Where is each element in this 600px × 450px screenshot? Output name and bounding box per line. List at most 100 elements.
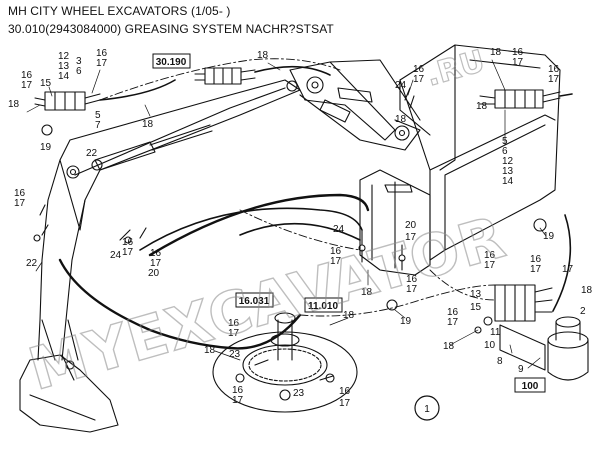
- callout-18: 18: [257, 50, 269, 61]
- callout-20: 20: [405, 220, 417, 231]
- callout-23: 23: [293, 388, 305, 399]
- callout-13: 13: [502, 166, 514, 177]
- callout-2: 2: [580, 306, 586, 317]
- distributor-top-middle: [194, 67, 256, 85]
- callout-16: 16: [530, 254, 542, 265]
- callout-14: 14: [58, 71, 70, 82]
- callout-17: 17: [530, 264, 542, 275]
- callout-18: 18: [476, 101, 488, 112]
- callout-11: 11: [490, 327, 501, 338]
- callout-17: 17: [21, 80, 33, 91]
- callout-24: 24: [333, 224, 345, 235]
- callout-18: 18: [395, 114, 407, 125]
- callout-17: 17: [548, 74, 560, 85]
- ref-label-100: 100: [522, 381, 539, 392]
- callout-1: 1: [424, 404, 430, 415]
- callout-18: 18: [204, 345, 216, 356]
- callout-6: 6: [76, 66, 82, 77]
- callout-20: 20: [148, 268, 160, 279]
- callout-23: 23: [229, 349, 241, 360]
- callout-16: 16: [548, 64, 560, 75]
- callout-16: 16: [122, 237, 134, 248]
- callout-9: 9: [518, 364, 524, 375]
- grease-lines: [99, 65, 573, 312]
- callout-17: 17: [339, 398, 351, 409]
- callout-17: 17: [562, 264, 574, 275]
- callout-16: 16: [150, 248, 162, 259]
- callout-numbers: 12 13 14 3 6 16 17 16 17 15 18 5 7 18 19…: [8, 47, 593, 409]
- callout-16: 16: [330, 246, 342, 257]
- callout-13: 13: [58, 61, 70, 72]
- distributor-top-left: [34, 91, 101, 136]
- boom-cylinder: [91, 124, 213, 171]
- circled-callout-1: 1: [414, 395, 440, 421]
- slewing-ring: [212, 312, 358, 413]
- callout-24: 24: [110, 250, 122, 261]
- callout-8: 8: [497, 356, 503, 367]
- ref-label-11010: 11.010: [308, 301, 338, 312]
- callout-15: 15: [470, 302, 482, 313]
- callout-16: 16: [406, 274, 418, 285]
- upper-structure: [359, 44, 561, 276]
- callout-17: 17: [413, 74, 425, 85]
- watermark-text: MYEXCAVATOR: [22, 203, 513, 404]
- callout-19: 19: [400, 316, 412, 327]
- callout-16: 16: [228, 318, 240, 329]
- callout-16: 16: [447, 307, 459, 318]
- grease-pump: [474, 284, 589, 381]
- callout-3: 3: [76, 56, 82, 67]
- grease-fittings: [33, 87, 547, 381]
- ref-box-11010: 11.010: [304, 297, 343, 313]
- callout-16: 16: [484, 250, 496, 261]
- dash-dot-lines: [99, 58, 496, 317]
- callout-18: 18: [581, 285, 593, 296]
- callout-18: 18: [343, 310, 355, 321]
- callout-17: 17: [330, 256, 342, 267]
- callout-12: 12: [58, 51, 70, 62]
- ref-label-30190: 30.190: [156, 57, 187, 68]
- callout-17: 17: [150, 258, 162, 269]
- callout-13: 13: [470, 289, 482, 300]
- ref-box-30190: 30.190: [152, 53, 191, 69]
- diagram-title: MH CITY WHEEL EXCAVATORS (1/05- ): [8, 4, 231, 18]
- callout-15: 15: [40, 78, 52, 89]
- callout-10: 10: [484, 340, 496, 351]
- callout-22: 22: [86, 148, 98, 159]
- callout-24: 24: [395, 80, 407, 91]
- callout-17: 17: [14, 198, 26, 209]
- thick-grease-line: [58, 193, 370, 350]
- callout-19: 19: [543, 231, 555, 242]
- callout-5: 5: [502, 136, 508, 147]
- callout-18: 18: [490, 47, 502, 58]
- diagram-subtitle: 30.010(2943084000) GREASING SYSTEM NACHR…: [8, 22, 334, 36]
- callout-16: 16: [96, 48, 108, 59]
- callout-7: 7: [95, 120, 101, 131]
- callout-16: 16: [232, 385, 244, 396]
- callout-17: 17: [406, 284, 418, 295]
- callout-17: 17: [232, 395, 244, 406]
- watermark-suffix: .RU: [422, 44, 488, 94]
- callout-6: 6: [502, 146, 508, 157]
- callout-16: 16: [14, 188, 26, 199]
- callout-5: 5: [95, 110, 101, 121]
- leader-lines: [26, 59, 547, 369]
- callout-19: 19: [40, 142, 52, 153]
- callout-18: 18: [142, 119, 154, 130]
- callout-14: 14: [502, 176, 514, 187]
- callout-18: 18: [8, 99, 20, 110]
- callout-17: 17: [447, 317, 459, 328]
- callout-18: 18: [361, 287, 373, 298]
- ref-box-16031: 16.031: [235, 292, 274, 308]
- callout-22: 22: [26, 258, 38, 269]
- bucket: [19, 319, 119, 433]
- callout-12: 12: [502, 156, 514, 167]
- ref-label-16031: 16.031: [239, 296, 270, 307]
- callout-17: 17: [405, 232, 417, 243]
- callout-17: 17: [96, 58, 108, 69]
- callout-16: 16: [21, 70, 33, 81]
- callout-17: 17: [512, 57, 524, 68]
- callout-16: 16: [339, 386, 351, 397]
- ref-box-100: 100: [514, 377, 546, 393]
- watermark: MYEXCAVATOR .RU: [21, 43, 513, 404]
- boom: [37, 79, 301, 361]
